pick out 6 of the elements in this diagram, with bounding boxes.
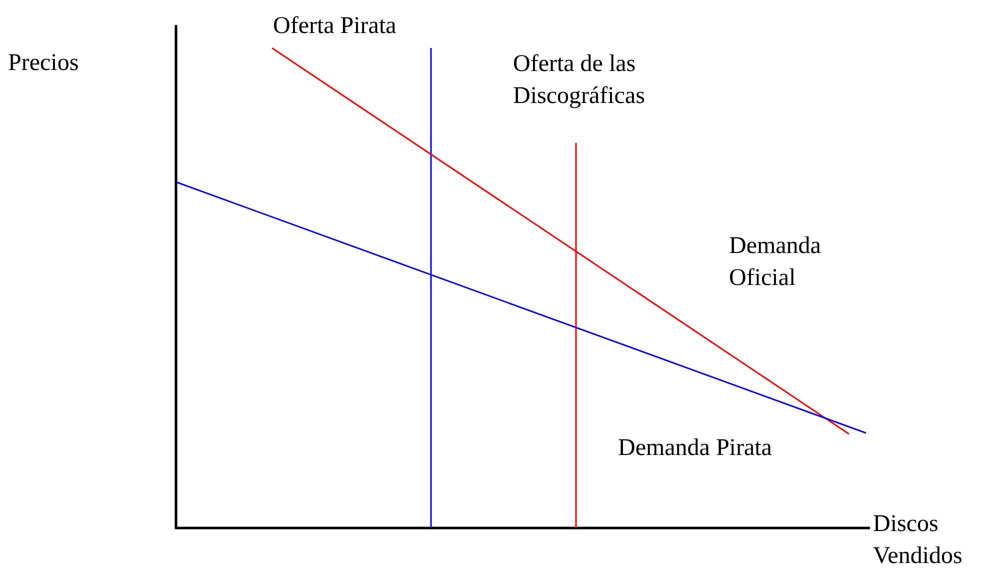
curve-label: Oferta de las Discográficas (513, 50, 646, 111)
axis-label: Discos Vendidos (873, 510, 964, 571)
axis-label: Precios (8, 49, 79, 78)
curve-label: Demanda Oficial (729, 232, 822, 293)
curve-label: Demanda Pirata (618, 434, 772, 463)
curve-label: Oferta Pirata (273, 12, 396, 41)
